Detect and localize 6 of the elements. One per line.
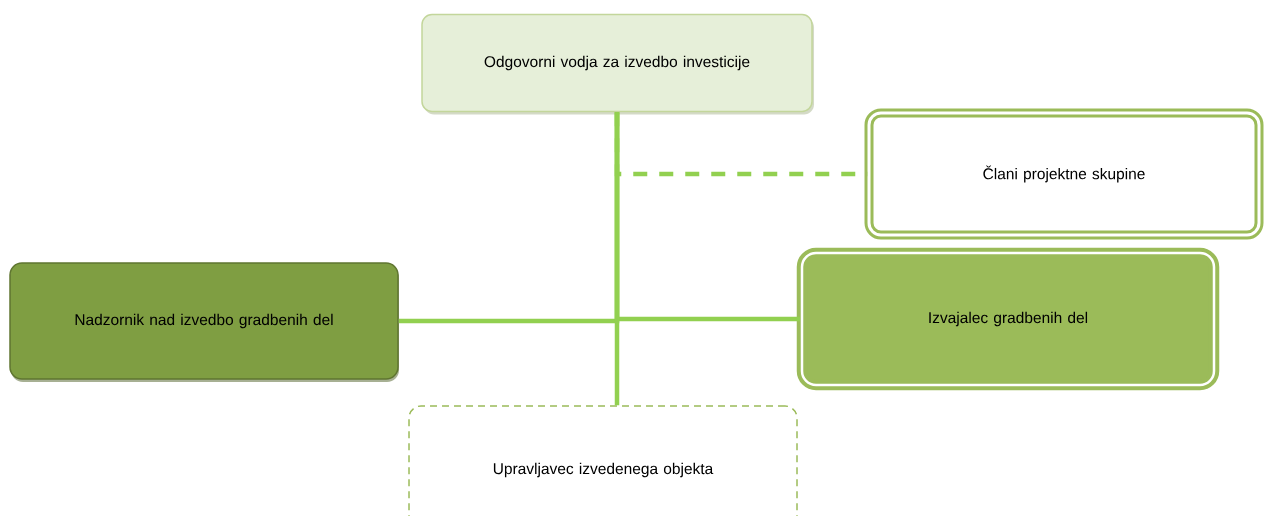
process-box: Izvajalec gradbenih del <box>796 247 1220 391</box>
process-box: Nadzornik nad izvedbo gradbenih del <box>9 262 399 382</box>
connector-line <box>614 112 620 406</box>
top-box: Odgovorni vodja za izvedbo investicije <box>421 13 814 115</box>
process-box: Člani projektne skupine <box>864 108 1264 240</box>
process-box: Upravljavec izvedenega objekta <box>408 405 798 516</box>
